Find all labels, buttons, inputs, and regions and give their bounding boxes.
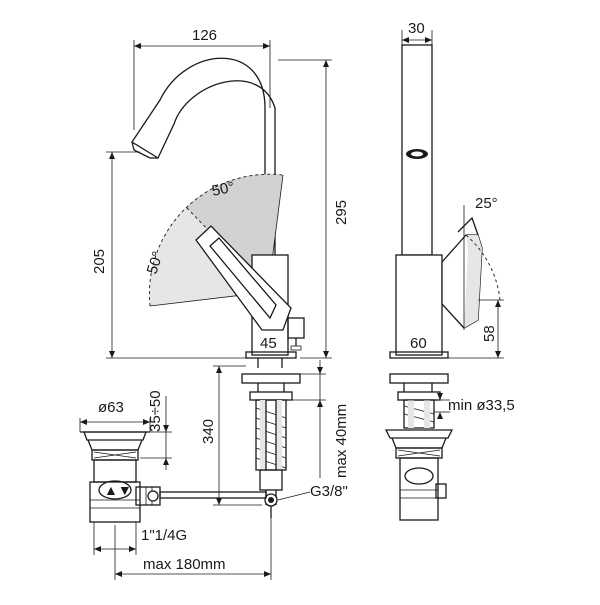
dim-angle-side: 25° [475, 195, 498, 212]
dim-shank-length: 340 [200, 419, 217, 444]
dim-connection: G3/8" [310, 483, 348, 500]
dim-waste-thread: 1"1/4G [141, 527, 187, 544]
dim-angle-left: 50° [144, 249, 167, 276]
dim-angle-top: 50° [210, 179, 236, 200]
dim-lever-height: 58 [481, 325, 498, 342]
dim-max-rod: max 180mm [143, 556, 226, 573]
dim-base-front: 45 [260, 335, 277, 352]
dim-spout-reach: 126 [192, 27, 217, 44]
side-view-shank [384, 373, 454, 521]
dim-max-deck: max 40mm [333, 404, 350, 478]
dim-height-total: 295 [333, 200, 350, 225]
dim-base-side: 60 [410, 335, 427, 352]
dim-min-hole: min ø33,5 [448, 397, 515, 414]
front-view-shank [241, 373, 301, 518]
dim-waste-diameter: ø63 [98, 399, 124, 416]
front-view-lever [195, 225, 292, 331]
side-view-dimensions: 30 25° 60 58 min ø33,5 [401, 20, 515, 419]
waste-dimensions: ø63 35÷50 1"1/4G max 180mm [79, 390, 272, 580]
svg-text:▲▼: ▲▼ [104, 482, 132, 498]
front-view-spout [131, 57, 276, 255]
waste-assembly: ▲▼ [80, 431, 267, 523]
side-view-body [389, 44, 501, 359]
dim-width-side: 30 [408, 20, 425, 37]
dim-waste-range: 35÷50 [147, 390, 164, 432]
front-view-dimensions: 126 295 205 50° 50° 45 340 max 40mm G3/8… [91, 27, 350, 506]
dim-height-spout: 205 [91, 249, 108, 274]
